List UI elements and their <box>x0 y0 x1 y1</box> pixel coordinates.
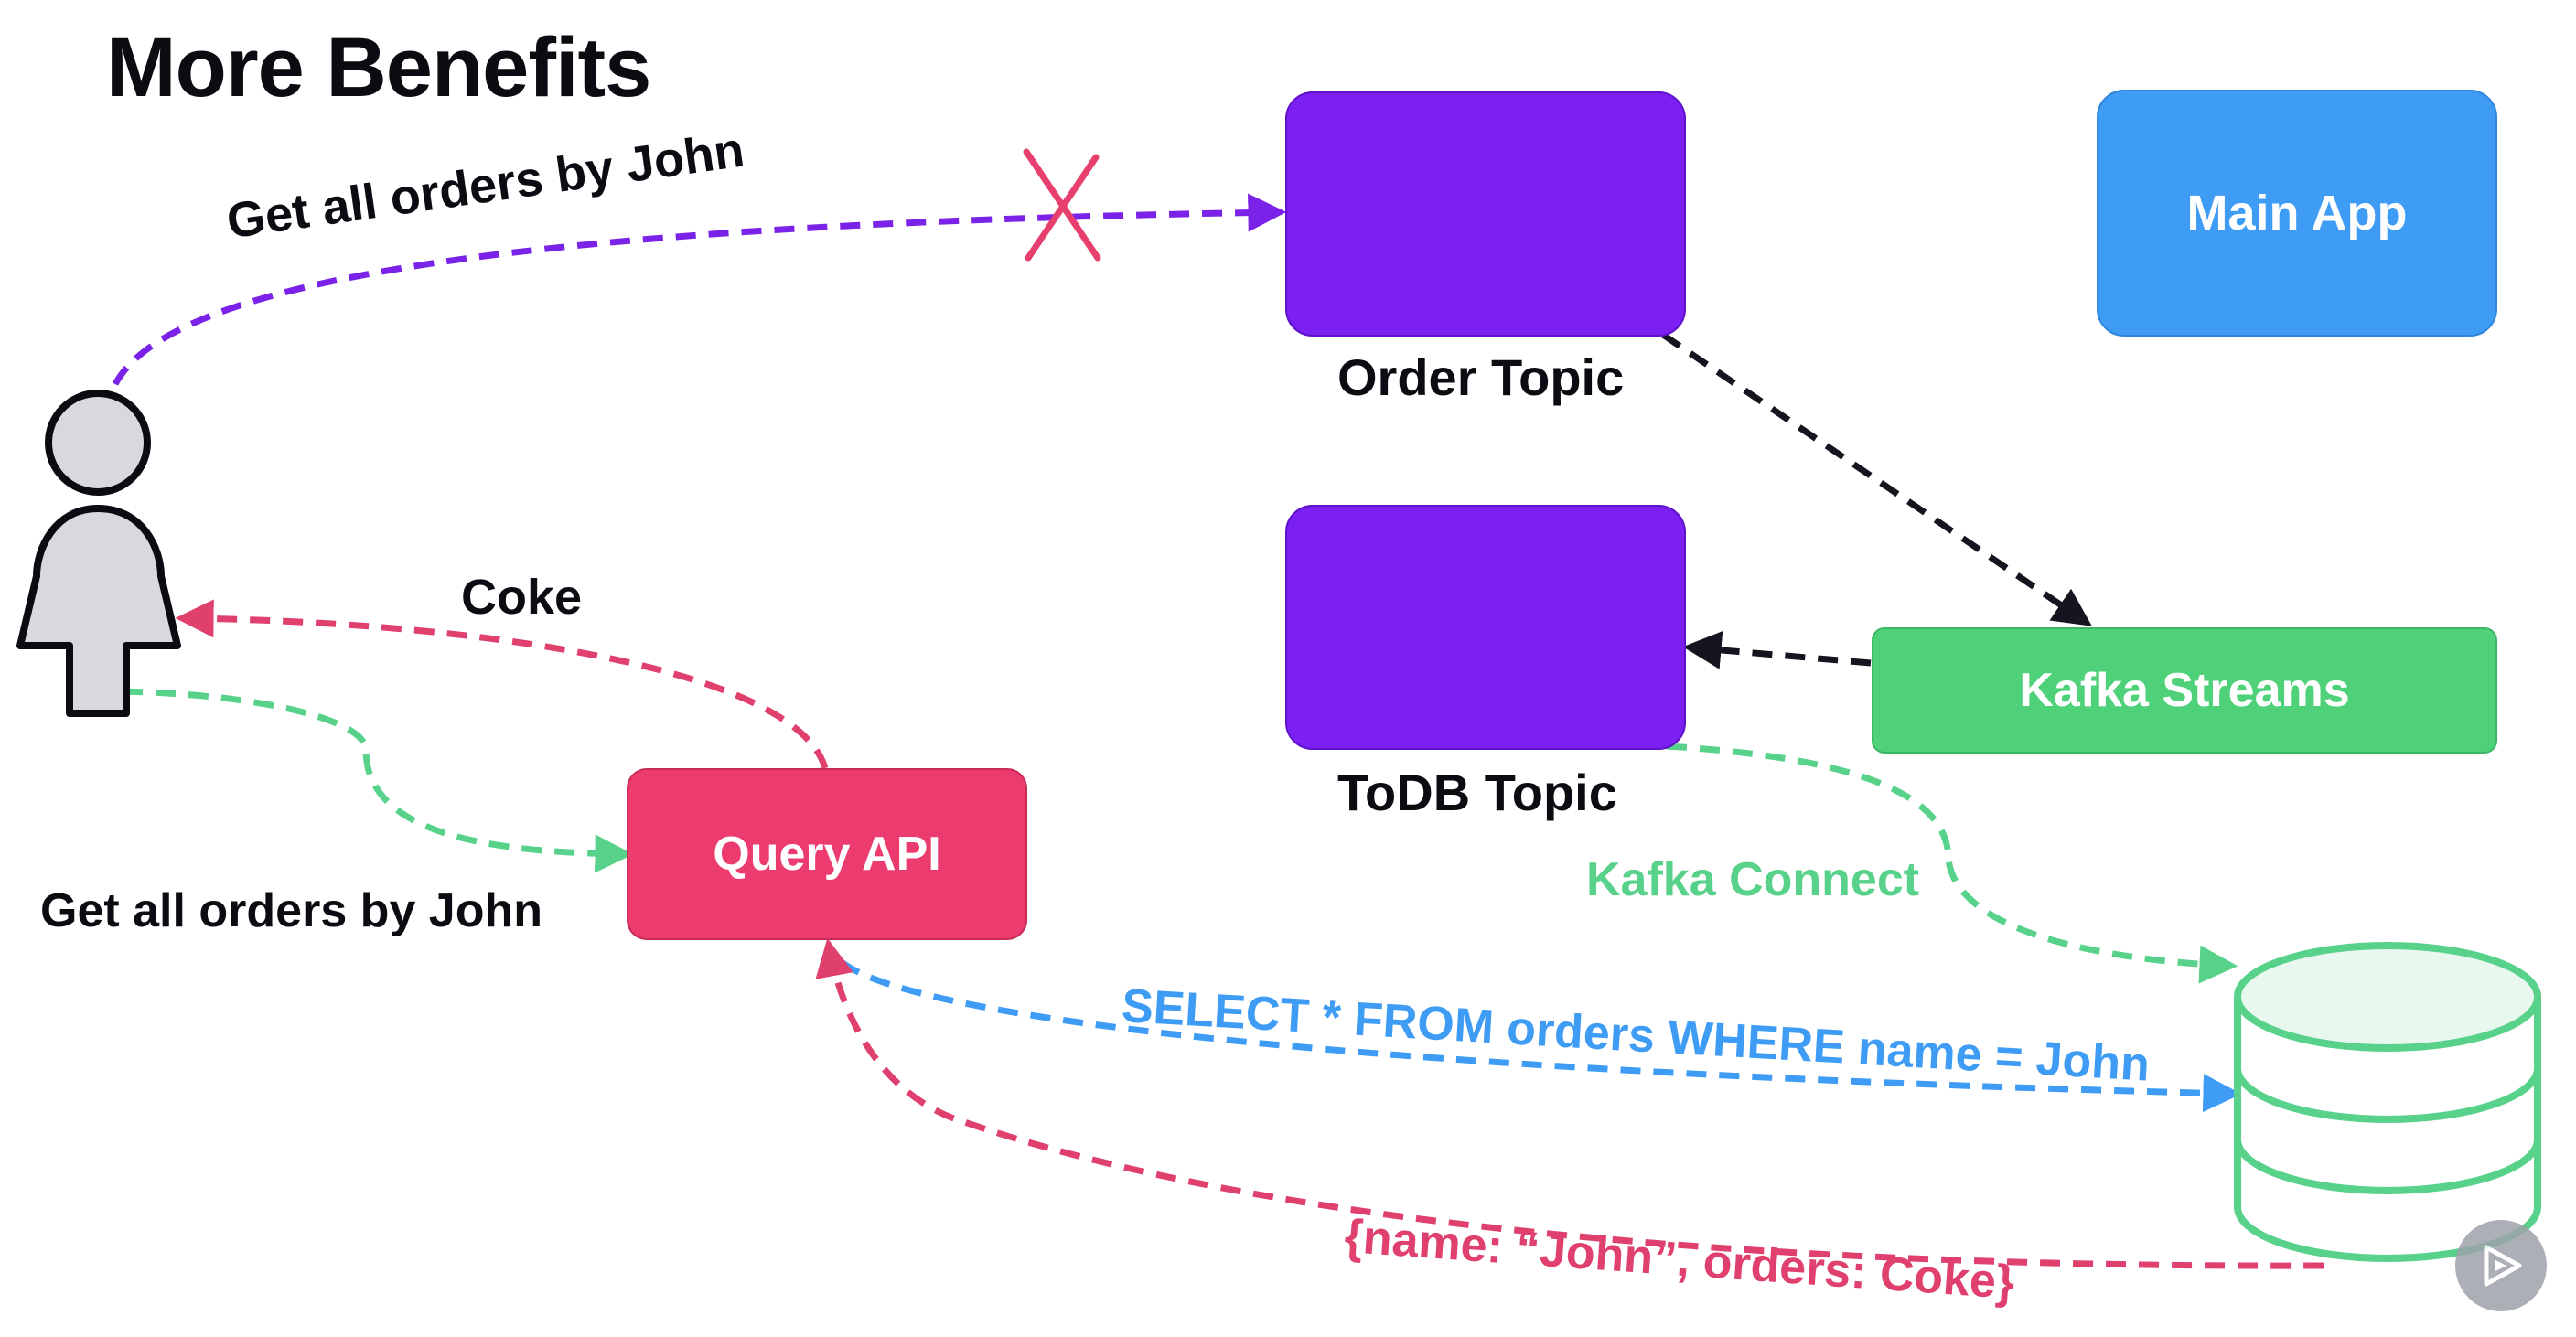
edge-label-kafka-connect: Kafka Connect <box>1586 853 1920 906</box>
query-api-label: Query API <box>713 828 941 881</box>
edge-user-to-order-topic <box>112 193 1287 386</box>
edge-todb-to-database <box>1666 743 2238 984</box>
todb-topic-box <box>1285 505 1686 750</box>
query-api-box: Query API <box>627 768 1027 940</box>
edge-user-to-query-api <box>122 688 634 873</box>
edge-label-coke: Coke <box>461 570 583 625</box>
edge-label-user-to-query-api: Get all orders by John <box>40 884 543 937</box>
edge-query-api-to-user <box>175 599 829 769</box>
user-icon <box>16 390 181 717</box>
play-triangle-icon <box>2484 1245 2522 1287</box>
order-topic-box <box>1285 91 1686 337</box>
database-icon <box>2234 942 2541 1262</box>
todb-topic-label: ToDB Topic <box>1337 764 1617 821</box>
edge-database-to-query-api <box>815 937 2324 1269</box>
main-app-label: Main App <box>2186 186 2408 241</box>
edge-streams-to-todb-topic <box>1682 630 1872 669</box>
page-title: More Benefits <box>106 21 651 114</box>
order-topic-label: Order Topic <box>1337 348 1625 406</box>
edge-query-api-to-database <box>839 959 2242 1113</box>
x-mark-icon <box>1023 148 1101 262</box>
main-app-box: Main App <box>2097 90 2497 337</box>
play-logo-icon <box>2455 1220 2547 1311</box>
edge-order-topic-to-streams <box>1661 332 2092 626</box>
kafka-streams-box: Kafka Streams <box>1872 627 2497 754</box>
kafka-streams-label: Kafka Streams <box>2019 664 2350 717</box>
